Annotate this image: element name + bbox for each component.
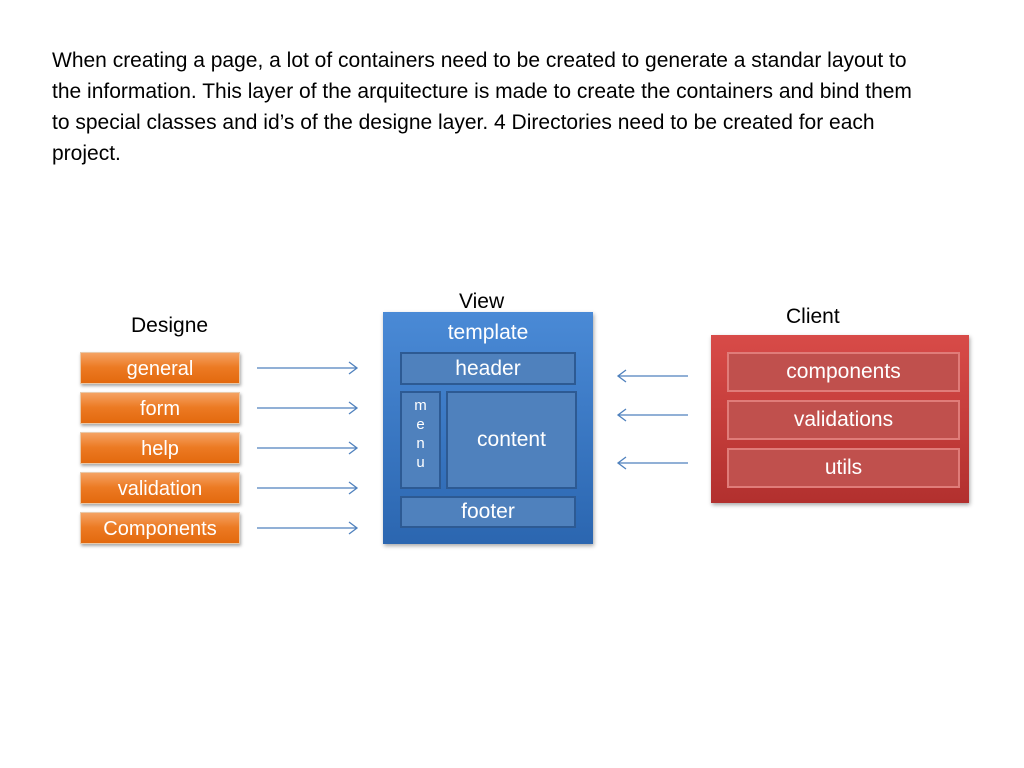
- view-template-box: template header m e n u content footer: [383, 312, 593, 544]
- client-box: components validations utils: [711, 335, 969, 503]
- view-menu-box: m e n u: [400, 391, 441, 489]
- arrow-right-icon: [257, 361, 359, 375]
- template-label: template: [447, 321, 529, 344]
- menu-letter: e: [416, 416, 425, 433]
- client-item-validations: validations: [727, 400, 960, 440]
- description-paragraph: When creating a page, a lot of container…: [52, 49, 912, 165]
- arrow-right-icon: [257, 401, 359, 415]
- arrow-right-icon: [257, 521, 359, 535]
- arrow-left-icon: [616, 369, 688, 383]
- menu-letter: m: [414, 397, 427, 414]
- designe-item-form: form: [80, 392, 240, 424]
- client-item-utils: utils: [727, 448, 960, 488]
- view-footer-box: footer: [400, 496, 576, 528]
- client-heading: Client: [786, 305, 840, 328]
- designe-heading: Designe: [131, 314, 209, 337]
- menu-letter: u: [416, 454, 425, 471]
- menu-letter: n: [416, 435, 425, 452]
- arrow-right-icon: [257, 481, 359, 495]
- view-heading: View: [459, 290, 505, 313]
- arrow-left-icon: [616, 408, 688, 422]
- designe-item-components: Components: [80, 512, 240, 544]
- view-header-box: header: [400, 352, 576, 385]
- designe-item-help: help: [80, 432, 240, 464]
- designe-item-validation: validation: [80, 472, 240, 504]
- view-content-box: content: [446, 391, 577, 489]
- client-item-components: components: [727, 352, 960, 392]
- arrow-right-icon: [257, 441, 359, 455]
- arrow-left-icon: [616, 456, 688, 470]
- designe-item-general: general: [80, 352, 240, 384]
